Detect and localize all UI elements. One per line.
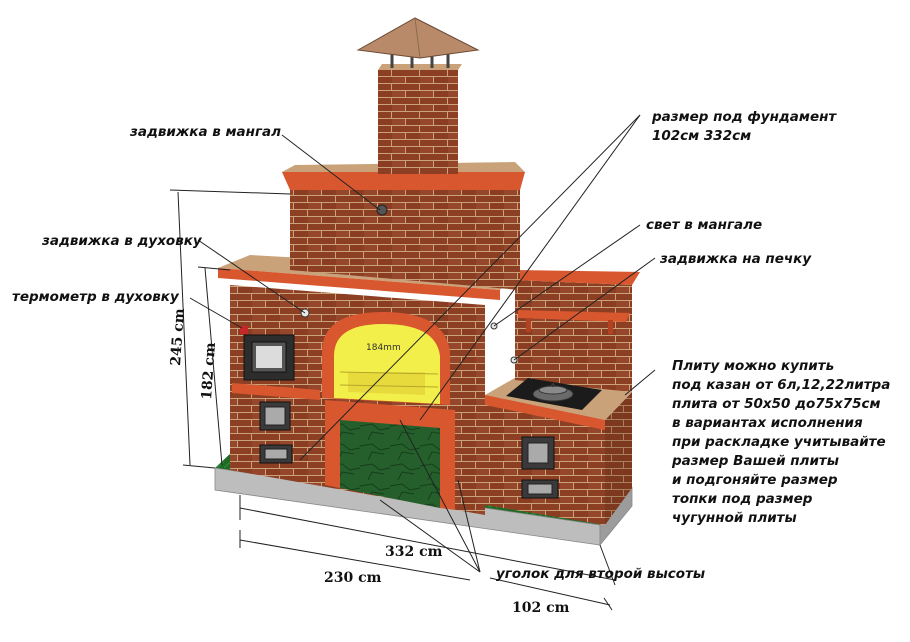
hood-front — [290, 190, 520, 290]
label-damper-grill: задвижка в мангал — [129, 124, 281, 140]
thermometer — [240, 326, 248, 334]
note-line: в вариантах исполнения — [672, 415, 863, 431]
note-line: и подгоняйте размер — [672, 472, 838, 488]
countertop-trim — [485, 395, 605, 430]
leader-lines — [189, 114, 656, 573]
note-line: при раскладке учитывайте — [672, 434, 886, 450]
note-block: Плиту можно купить под казан от 6л,12,22… — [671, 358, 890, 526]
dim-height-body: 182 cm — [199, 342, 219, 401]
label-damper-oven: задвижка в духовку — [41, 233, 203, 249]
shelf-bracket — [608, 320, 613, 334]
hood — [282, 162, 525, 290]
dim-length-part: 230 cm — [324, 570, 382, 586]
dim-arch-width: 184mm — [366, 343, 401, 353]
hood-top-trim — [282, 172, 525, 190]
lower-niche — [340, 420, 440, 508]
chimney-stack — [378, 70, 458, 174]
right-block-side — [605, 392, 632, 525]
dim-length-total: 332 cm — [385, 544, 443, 560]
labels: задвижка в мангал задвижка в духовку тер… — [12, 109, 890, 616]
note-line: плита от 50х50 до75х75см — [672, 396, 881, 412]
label-thermometer-oven: термометр в духовку — [12, 289, 180, 305]
note-line: Плиту можно купить — [672, 358, 834, 374]
dimension-lines — [169, 189, 616, 611]
back-wall-trim — [515, 270, 640, 285]
note-line: размер Вашей плиты — [671, 453, 839, 469]
dim-depth: 102 cm — [512, 600, 570, 616]
note-line: топки под размер — [672, 491, 813, 507]
label-angle-second-height: уголок для второй высоты — [496, 566, 705, 582]
shelf-bracket — [526, 318, 531, 332]
stove-body — [218, 255, 640, 525]
label-light-grill: свет в мангале — [646, 217, 762, 233]
note-line: под казан от 6л,12,22литра — [672, 377, 890, 393]
left-top-trim — [218, 268, 500, 300]
grill-damper-knob — [376, 204, 388, 216]
back-wall — [515, 280, 632, 392]
chimney — [356, 17, 480, 174]
label-foundation-1: размер под фундамент — [651, 109, 837, 125]
dim-height-total: 245 cm — [168, 308, 188, 367]
kazan-lid — [538, 385, 568, 395]
label-foundation-2: 102см 332см — [652, 128, 751, 144]
note-line: чугунной плиты — [672, 510, 797, 526]
label-damper-stove: задвижка на печку — [659, 251, 812, 267]
